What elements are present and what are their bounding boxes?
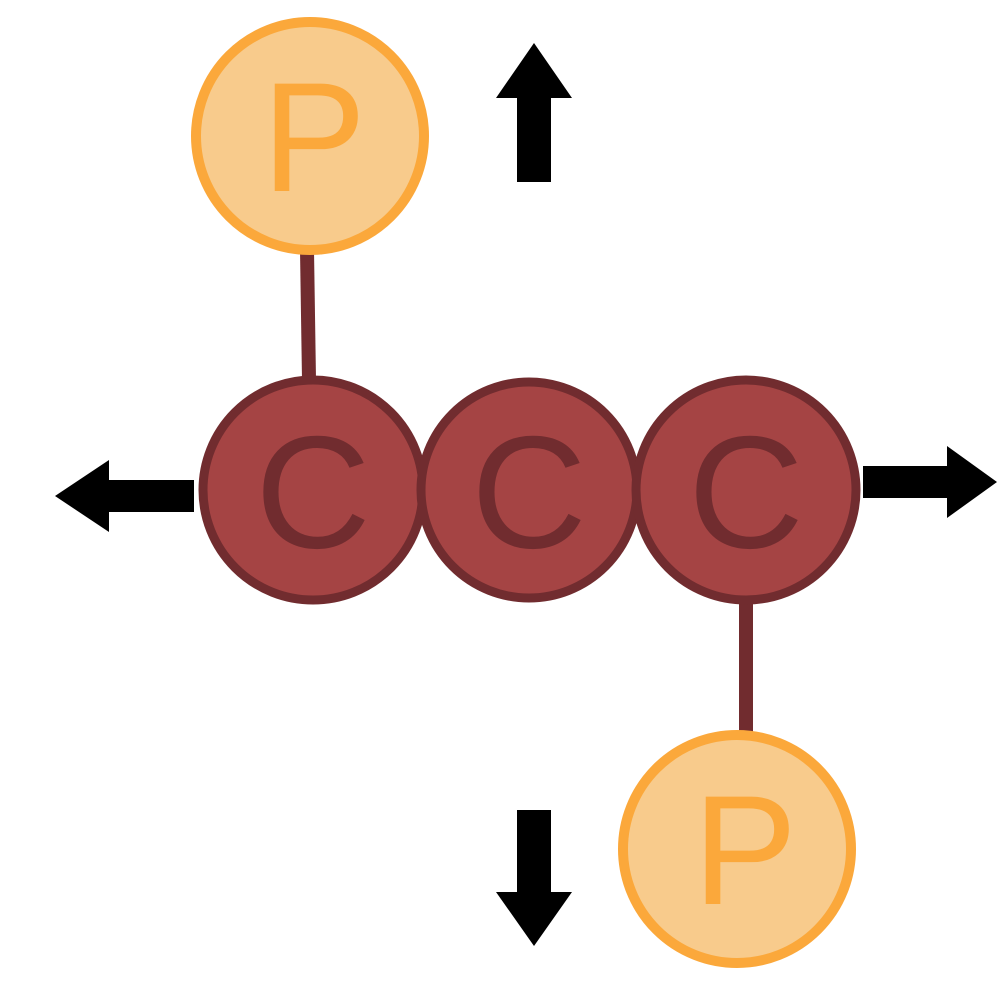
bond-p-top-c-left	[300, 249, 316, 381]
arrow-left-icon	[55, 460, 194, 532]
atom-c-right: C	[631, 375, 861, 605]
arrow-right-icon	[863, 446, 997, 518]
atom-c-left: C	[198, 375, 428, 605]
atom-p-top: P	[191, 17, 429, 255]
atom-c-middle: C	[416, 377, 642, 603]
atom-p-bottom: P	[618, 730, 856, 968]
arrow-up-icon	[496, 43, 572, 182]
arrow-down-icon	[496, 810, 572, 946]
